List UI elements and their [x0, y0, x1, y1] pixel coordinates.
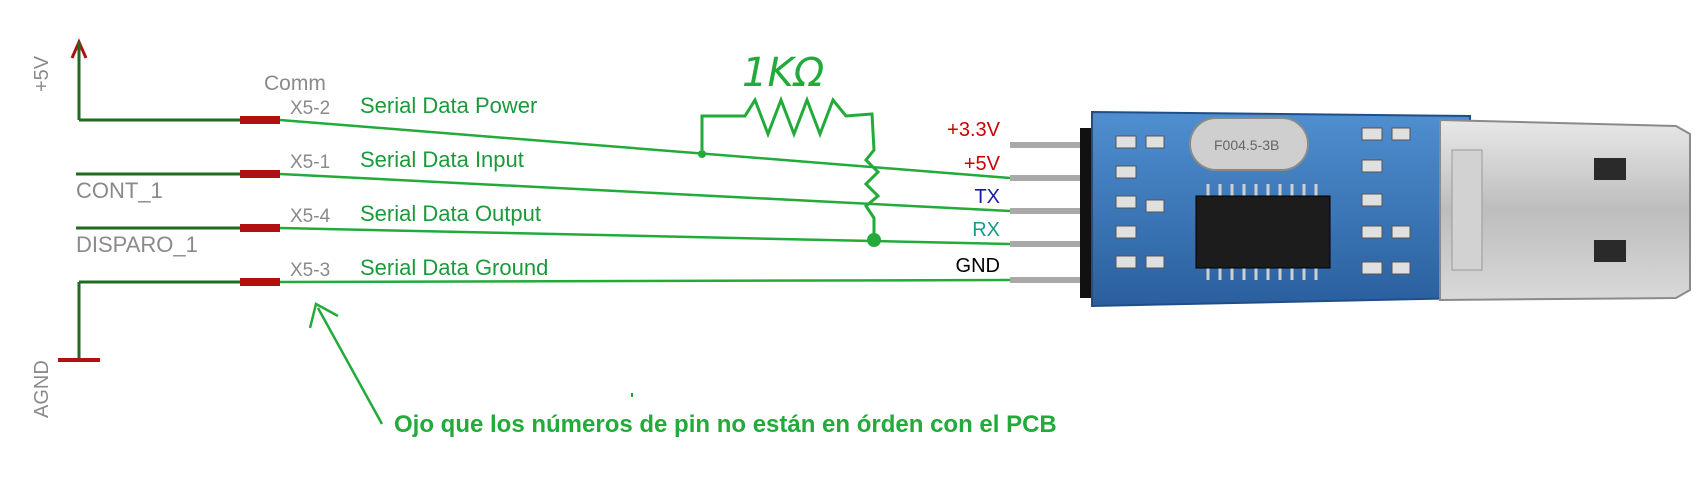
- pin-marker: [240, 170, 280, 178]
- pullup-resistor: [700, 95, 881, 242]
- module-pin-label: GND: [956, 255, 1000, 277]
- usb-plug-hole: [1594, 158, 1626, 180]
- module-pin-label: TX: [974, 186, 1000, 208]
- crystal: [1189, 117, 1309, 171]
- module-pin-label: +5V: [964, 153, 1001, 175]
- module-pin-label: +3.3V: [947, 119, 1000, 141]
- pin-marker: [240, 116, 280, 124]
- junction-dot: [698, 150, 706, 158]
- ground-symbol: AGND: [31, 280, 240, 418]
- stray-mark: [631, 393, 633, 397]
- resistor-label: 1KΩ: [742, 50, 825, 96]
- usb-plug: [1439, 118, 1691, 302]
- wire-input: [279, 172, 1011, 213]
- wire-ground: [279, 278, 1011, 284]
- wire-power: [279, 118, 1011, 180]
- pin-ref: X5-2: [290, 98, 330, 119]
- connection-wires: [279, 118, 1011, 284]
- pin-marker: [240, 278, 280, 286]
- pin-ref: X5-1: [290, 152, 330, 173]
- annotation-arrow: [308, 302, 384, 425]
- pin-ref: X5-3: [290, 260, 330, 281]
- junction-dot: [867, 233, 881, 247]
- wire-output: [279, 226, 1011, 246]
- crystal-marking: F004.5-3B: [1214, 137, 1279, 153]
- net-label-disparo: DISPARO_1: [76, 232, 198, 257]
- pin-name: Serial Data Power: [360, 93, 537, 118]
- usb-plug-hole: [1594, 240, 1626, 262]
- pin-name: Serial Data Output: [360, 201, 541, 226]
- ground-label: AGND: [31, 360, 53, 418]
- pin-name: Serial Data Input: [360, 147, 524, 172]
- pin-name: Serial Data Ground: [360, 255, 548, 280]
- pin-marker: [240, 224, 280, 232]
- usb-shield: [1451, 149, 1483, 271]
- supply-symbol: +5V: [31, 38, 240, 122]
- net-label-cont: CONT_1: [76, 178, 163, 203]
- supply-label: +5V: [31, 55, 53, 92]
- pin-ref: X5-4: [290, 206, 331, 227]
- module-pin-label: RX: [972, 219, 1000, 241]
- usb-uart-chip: [1195, 184, 1331, 280]
- header-pins: [1010, 142, 1090, 283]
- annotation-note: Ojo que los números de pin no están en ó…: [394, 411, 1057, 438]
- smd-components: [1115, 127, 1411, 275]
- usb-serial-module: F004.5-3B: [1010, 110, 1691, 308]
- connector-label: Comm: [264, 72, 326, 95]
